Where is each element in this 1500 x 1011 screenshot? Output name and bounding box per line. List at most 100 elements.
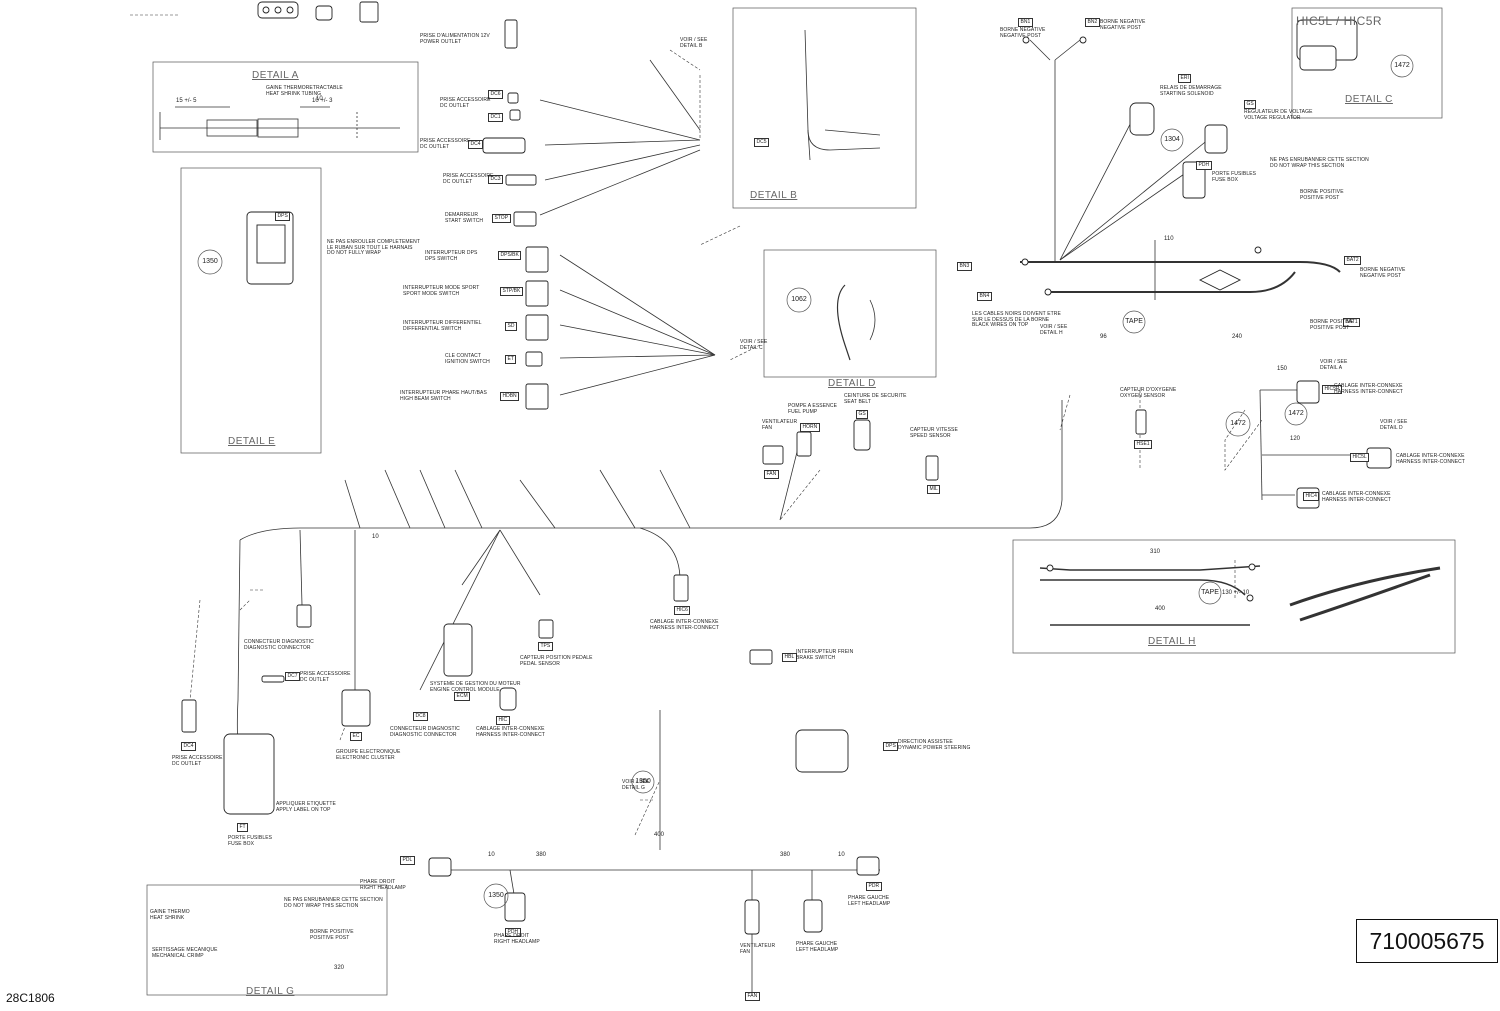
connector-tag: BN3	[957, 262, 972, 271]
dimension: 310	[1150, 549, 1161, 555]
connector-tag: DPS/BK	[498, 251, 522, 260]
connector-tag: PDR	[866, 882, 882, 891]
component-label: LES CABLES NOIRS DOIVENT ETRE SUR LE DES…	[972, 311, 1061, 328]
connector-tag: MIL	[927, 485, 941, 494]
component-label: VENTILATEUR FAN	[740, 943, 776, 955]
component-label: CONNECTEUR DIAGNOSTIC DIAGNOSTIC CONNECT…	[244, 639, 314, 651]
callout: 1350	[635, 778, 651, 785]
connector-tag: TPS	[538, 642, 553, 651]
connector-tag: DC6	[488, 90, 504, 99]
connector-tag: DC8	[413, 712, 429, 721]
see-detail-note: VOIR / SEE DETAIL B	[680, 37, 708, 49]
component-label: CAPTEUR POSITION PEDALE PEDAL SENSOR	[520, 655, 593, 667]
component-label: CABLAGE INTER-CONNEXE HARNESS INTER-CONN…	[476, 726, 546, 738]
see-detail-note: VOIR / SEE DETAIL C	[740, 339, 768, 351]
dimension: 10	[316, 96, 323, 102]
connector-tag: PDH	[1196, 161, 1212, 170]
connector-tag: HIC5R	[1322, 385, 1343, 394]
dimension: 10 +/- 3	[312, 98, 333, 104]
callout: 1062	[791, 296, 807, 303]
dimension: 400	[654, 832, 665, 838]
see-detail-note: VOIR / SEE DETAIL H	[1040, 324, 1068, 336]
connector-tag: DC4	[181, 742, 197, 751]
component-label: CABLAGE INTER-CONNEXE HARNESS INTER-CONN…	[1334, 383, 1404, 395]
dimension: 380	[536, 852, 547, 858]
component-label: DIRECTION ASSISTEE DYNAMIC POWER STEERIN…	[898, 739, 971, 751]
connector-tag: PDH	[505, 928, 521, 937]
component-label: GAINE THERMORETRACTABLE HEAT SHRINK TUBI…	[266, 85, 343, 97]
callout: 1350	[488, 892, 504, 899]
connector-tag: SD	[505, 322, 517, 331]
connector-tag: HSE1	[1134, 440, 1153, 449]
component-label: INTERRUPTEUR PHARE HAUT/BAS HIGH BEAM SW…	[400, 390, 487, 402]
connector-tag: DC1	[488, 113, 504, 122]
callout: 1472	[1288, 410, 1304, 417]
connector-tag: HIC6	[674, 606, 691, 615]
connector-tag: BAT1	[1343, 318, 1361, 327]
connector-tag: ECM	[454, 692, 471, 701]
component-label: BORNE POSITIVE POSITIVE POST	[1300, 189, 1344, 201]
component-label: PRISE ACCESSOIRE DC OUTLET	[440, 97, 491, 109]
connector-tag: FAN	[764, 470, 779, 479]
component-label: PORTE FUSIBLES FUSE BOX	[1212, 171, 1257, 183]
component-label: PHARE GAUCHE LEFT HEADLAMP	[848, 895, 891, 907]
connector-tag: FT	[237, 823, 249, 832]
connector-tag: HDBN	[500, 392, 520, 401]
component-label: INTERRUPTEUR FREIN BRAKE SWITCH	[796, 649, 854, 661]
dimension: 130 +/- 10	[1222, 590, 1250, 596]
callout: TAPE	[1201, 589, 1219, 596]
dimension: 15 +/- 5	[176, 98, 197, 104]
component-label: PRISE D'ALIMENTATION 12V POWER OUTLET	[420, 33, 490, 45]
see-detail-note: VOIR / SEE DETAIL A	[1320, 359, 1348, 371]
component-label: BORNE POSITIVE POSITIVE POST	[310, 929, 354, 941]
component-label: INTERRUPTEUR DPS DPS SWITCH	[425, 250, 478, 262]
component-label: BORNE NEGATIVE NEGATIVE POST	[1100, 19, 1146, 31]
dimension: 380	[780, 852, 791, 858]
component-label: NE PAS ENROULER COMPLETEMENT LE RUBAN SU…	[327, 239, 420, 256]
connector-tag: ET	[505, 355, 517, 364]
callout: 1472	[1394, 62, 1410, 69]
connector-tag: BN2	[1085, 18, 1100, 27]
component-label: PHARE GAUCHE LEFT HEADLAMP	[796, 941, 839, 953]
component-label: PRISE ACCESSOIRE DC OUTLET	[420, 138, 471, 150]
component-label: BORNE POSITIVE POSITIVE POST	[1310, 319, 1354, 331]
component-label: RELAIS DE DEMARRAGE STARTING SOLENOID	[1160, 85, 1222, 97]
callout: 1304	[1164, 136, 1180, 143]
connector-tag: HORN	[800, 423, 820, 432]
component-label: NE PAS ENRUBANNER CETTE SECTION DO NOT W…	[1270, 157, 1369, 169]
connector-tag: GS	[1244, 100, 1257, 109]
see-detail-note: VOIR / SEE DETAIL D	[1380, 419, 1408, 431]
component-label: VENTILATEUR FAN	[762, 419, 798, 431]
component-label: CONNECTEUR DIAGNOSTIC DIAGNOSTIC CONNECT…	[390, 726, 460, 738]
dimension: 400	[1155, 606, 1166, 612]
part-number: 710005675	[1356, 919, 1498, 963]
connector-tag: HIC5L	[1350, 453, 1370, 462]
dimension: 320	[334, 965, 345, 971]
component-label: DEMARREUR START SWITCH	[445, 212, 484, 224]
detail-d-title: DETAIL D	[828, 378, 876, 389]
connector-tag: HIC	[496, 716, 510, 725]
component-label: POMPE A ESSENCE FUEL PUMP	[788, 403, 838, 415]
component-label: CAPTEUR VITESSE SPEED SENSOR	[910, 427, 958, 439]
connector-tag: BN1	[1018, 18, 1033, 27]
connector-tag: HBL	[782, 653, 797, 662]
connector-tag: PDL	[400, 856, 415, 865]
component-label: PRISE ACCESSOIRE DC OUTLET	[172, 755, 223, 767]
component-label: BORNE NEGATIVE NEGATIVE POST	[1000, 27, 1046, 39]
component-label: APPLIQUER ETIQUETTE APPLY LABEL ON TOP	[276, 801, 336, 813]
connector-tag: DC5	[754, 138, 770, 147]
component-label: PHARE DROIT RIGHT HEADLAMP	[494, 933, 540, 945]
component-label: SERTISSAGE MECANIQUE MECHANICAL CRIMP	[152, 947, 218, 959]
dimension: 96	[1100, 334, 1107, 340]
dimension: 120	[1290, 436, 1301, 442]
connector-tag: BAT2	[1344, 256, 1362, 265]
dimension: 110	[1164, 236, 1174, 242]
component-label: GAINE THERMO HEAT SHRINK	[150, 909, 190, 921]
component-label: INTERRUPTEUR DIFFERENTIEL DIFFERENTIAL S…	[403, 320, 482, 332]
component-label: REGULATEUR DE VOLTAGE VOLTAGE REGULATOR	[1244, 109, 1313, 121]
component-label: PRISE ACCESSOIRE DC OUTLET	[300, 671, 351, 683]
component-label: CABLAGE INTER-CONNEXE HARNESS INTER-CONN…	[1322, 491, 1392, 503]
drawing-code: 28C1806	[6, 991, 55, 1005]
